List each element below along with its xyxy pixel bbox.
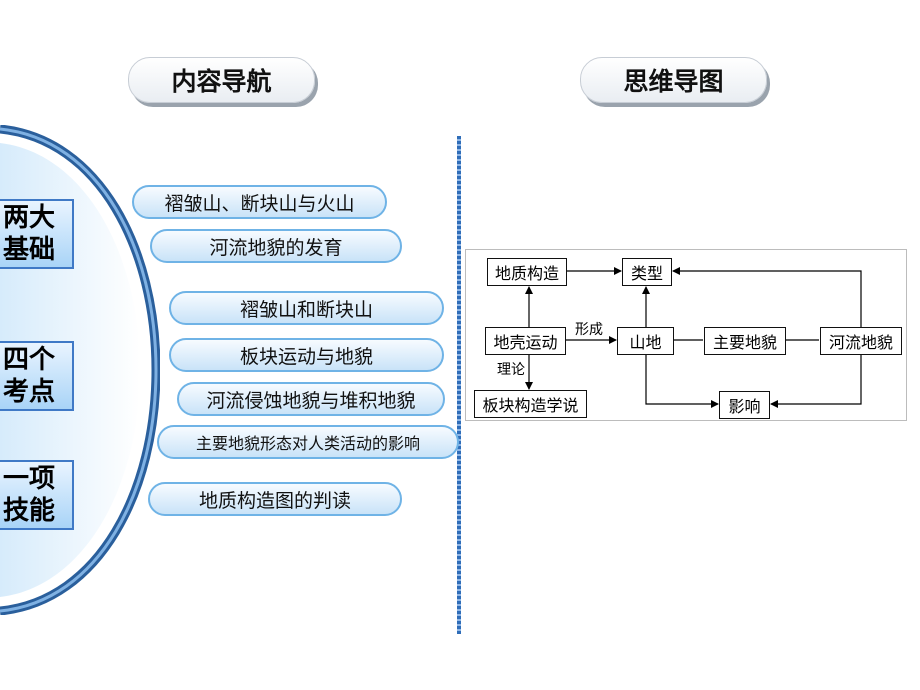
- topic-fold-fault-volcano[interactable]: 褶皱山、断块山与火山: [132, 185, 387, 219]
- category-line: 四个: [3, 345, 56, 375]
- edge-river-to-influence: [770, 354, 862, 408]
- edge-mountain-to-influence: [645, 354, 719, 408]
- node-river-landform: 河流地貌: [820, 327, 902, 355]
- category-two-foundations: 两大 基础: [0, 199, 74, 269]
- edge-label-theory: 理论: [497, 362, 525, 378]
- mind-map-header: 思维导图: [580, 57, 767, 103]
- node-crust-movement: 地壳运动: [485, 327, 566, 355]
- category-four-key-points: 四个 考点: [0, 341, 74, 411]
- node-influence: 影响: [719, 391, 770, 419]
- topic-plate-movement-landforms[interactable]: 板块运动与地貌: [169, 338, 444, 372]
- section-divider: [457, 136, 461, 634]
- category-line: 两大: [3, 203, 56, 233]
- topic-landform-human-impact[interactable]: 主要地貌形态对人类活动的影响: [157, 425, 459, 459]
- category-line: 基础: [3, 235, 56, 265]
- node-mountain: 山地: [617, 327, 674, 355]
- mind-map-connectors: [525, 267, 862, 408]
- category-line: 一项: [3, 464, 56, 494]
- edge-label-forms: 形成: [575, 322, 603, 338]
- category-line: 技能: [3, 496, 56, 526]
- node-main-landform: 主要地貌: [704, 327, 786, 355]
- topic-geologic-map-reading[interactable]: 地质构造图的判读: [148, 482, 402, 516]
- node-plate-tectonics-theory: 板块构造学说: [474, 390, 587, 418]
- topic-fold-and-fault-mountains[interactable]: 褶皱山和断块山: [169, 291, 444, 325]
- node-geologic-structure: 地质构造: [487, 258, 567, 286]
- edge-river-to-types: [672, 267, 862, 327]
- topic-river-landform-development[interactable]: 河流地貌的发育: [150, 229, 402, 263]
- node-types: 类型: [622, 258, 672, 286]
- mind-map-diagram: 地质构造 类型 地壳运动 山地 主要地貌 河流地貌 板块构造学说 影响 形成 理…: [465, 249, 907, 421]
- content-navigation-header: 内容导航: [128, 57, 315, 103]
- topic-erosion-deposition-landforms[interactable]: 河流侵蚀地貌与堆积地貌: [177, 382, 445, 416]
- category-one-skill: 一项 技能: [0, 460, 74, 530]
- category-line: 考点: [3, 377, 56, 407]
